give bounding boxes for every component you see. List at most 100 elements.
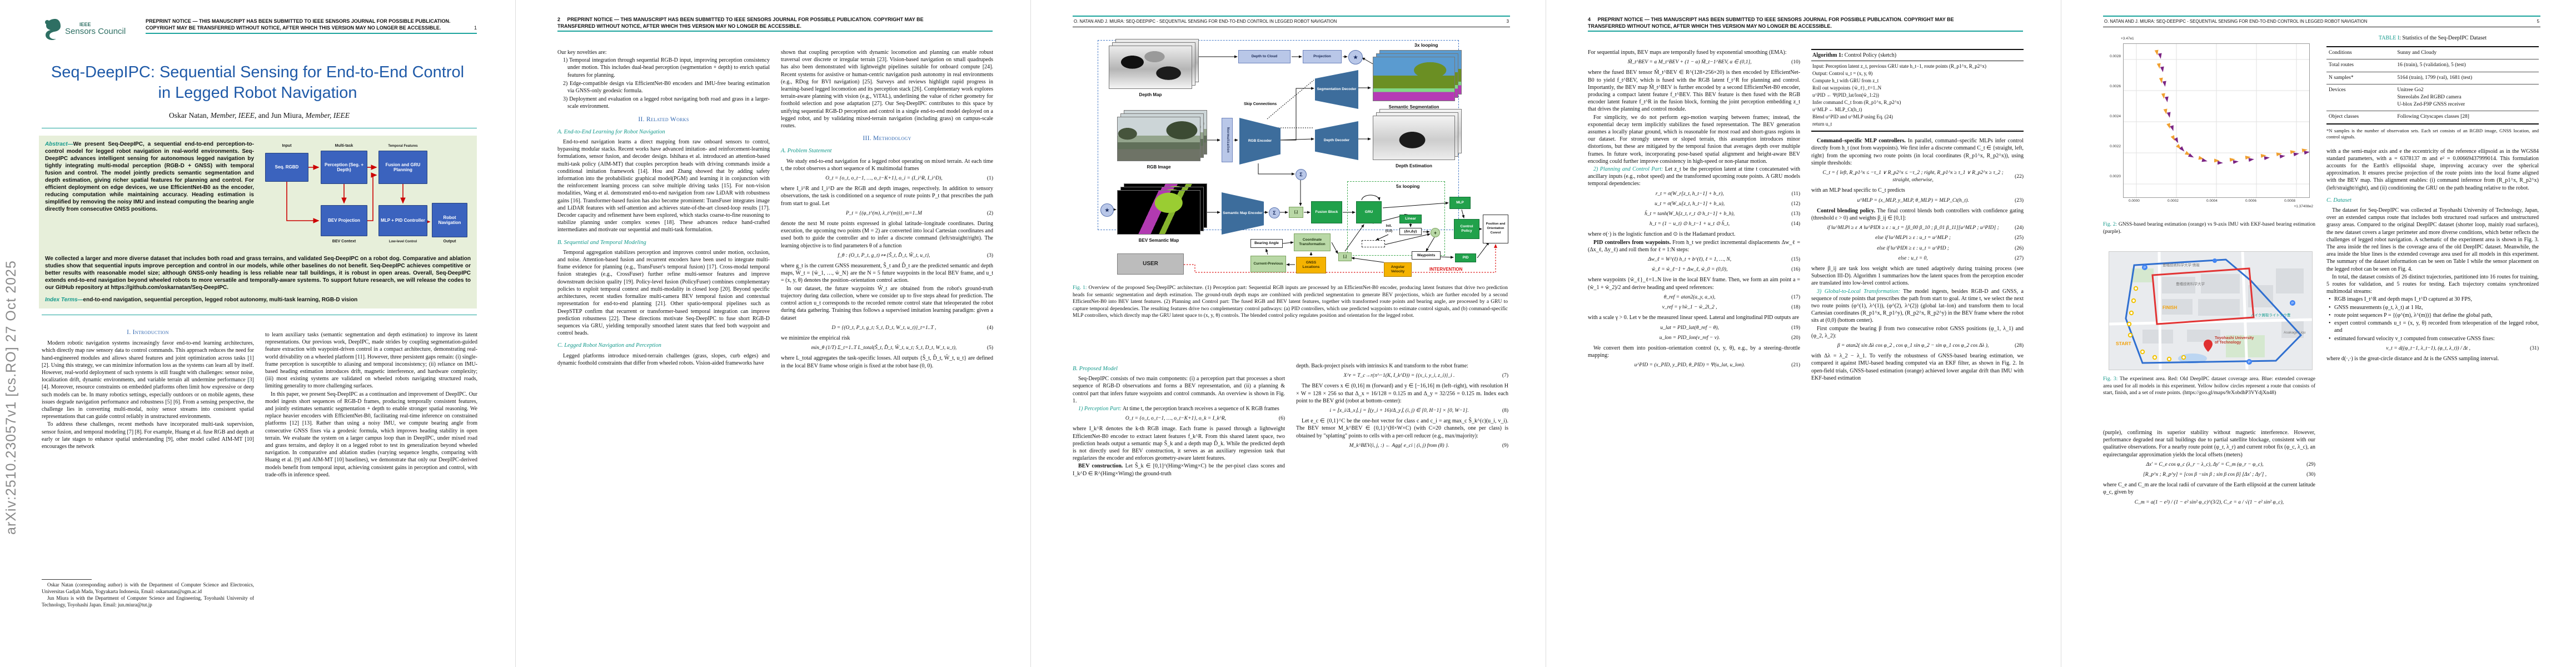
equation-body: u^PID = (x_PID, y_PID, θ_PID) = Ψ(u_lat,…: [1634, 362, 1745, 369]
equation-body: else if ‖u^PID‖ ≥ ε : u_t = u^PID ;: [1877, 245, 1949, 251]
label-bev-context: BEV Context: [332, 240, 356, 243]
position-orientation-box: Position and Orientation Conrol: [1483, 215, 1508, 243]
block-para: First compute the bearing β from two con…: [1811, 325, 2024, 340]
block-eq: Δw_ℓ = W^(ℓ) h_t + b^(ℓ), ℓ = 1, …, N,(1…: [1588, 256, 1800, 263]
block-text: where d(·,·) is the great-circle distanc…: [2326, 355, 2499, 362]
equation-number: (25): [2015, 235, 2024, 241]
block-parn: where L_total aggregates the task-specif…: [781, 355, 993, 369]
block-text: B. Proposed Model: [1073, 366, 1118, 372]
block-text: II. Related Works: [638, 116, 689, 123]
block-sec: III. Methodology: [781, 135, 993, 142]
block-text: A. Problem Statement: [781, 148, 832, 155]
paper-title: Seq-DeepIPC: Sequential Sensing for End-…: [51, 63, 465, 102]
placeholder-box: [1362, 240, 1385, 247]
block-sub: B. Proposed Model: [1073, 365, 1285, 372]
block-text: where C_e and C_m are the local radii of…: [2103, 482, 2315, 496]
inline-bold-lead: Control blending policy.: [1817, 207, 1875, 214]
figure-1-caption-text: Overview of the proposed Seq-DeepIPC arc…: [1073, 285, 1508, 319]
angular-velocity-block: Angular Velocity: [1384, 262, 1412, 277]
block-eq: [R_p^x ; R_p^y] = [cos β −sin β ; sin β …: [2103, 471, 2315, 479]
block-text: Let z_t be the perception latent at time…: [1588, 166, 1800, 187]
author-footnotes: Oskar Natan (corresponding author) is wi…: [42, 579, 254, 609]
block-text: At time t, the perception branch receive…: [1121, 406, 1279, 412]
figure-3-caption-label: Fig. 3:: [2103, 376, 2118, 382]
arxiv-sidebar-label: arXiv:2510.23057v1 [cs.RO] 27 Oct 2025: [3, 260, 19, 535]
ieee-sensors-council-logo: IEEE Sensors Council: [42, 18, 126, 40]
column-right: shown that coupling perception with dyna…: [781, 49, 993, 370]
gnss-locations-block: GNSS Locations: [1296, 257, 1326, 273]
equation-body: Δx′ = C_e cos φ_c (λ_r − λ_c), Δy′ = C_m…: [2146, 461, 2264, 467]
block-bev-projection: BEV Projection: [321, 205, 367, 236]
equation-number: (29): [2306, 461, 2315, 467]
loop5-label: 5x looping: [1396, 183, 1420, 189]
figure-arrows-icon: [1113, 55, 1497, 273]
map-jp-label-4: 豊橋技術科学大学 情報: [2163, 263, 2200, 267]
dxdy-box: (Δx,Δy): [1399, 228, 1422, 235]
bev-semantic-map-label: BEV Semantic Map: [1138, 238, 1179, 243]
block-bullet: expert control commands u_t = (x, y, θ) …: [2326, 320, 2539, 334]
block-parn: denote the next M route points expressed…: [781, 220, 993, 250]
block-text: In parallel, command–specific MLPs infer…: [1811, 138, 2024, 166]
figure-3-caption-text: The experiment area. Red: Old DeepIPC da…: [2103, 376, 2316, 396]
block-eq: O_t = {o_t, o_t−1, …, o_t−K+1}, o_i = (I…: [781, 175, 993, 182]
table-cell: Sunny and Cloudy: [2397, 50, 2437, 56]
inline-bold-lead: BEV construction.: [1078, 463, 1123, 470]
block-eq: M̃_t^BEV = α M_t^BEV + (1 − α) M̃_t−1^BE…: [1588, 59, 1800, 66]
block-eq: Δx′ = C_e cos φ_c (λ_r − λ_c), Δy′ = C_m…: [2103, 461, 2315, 469]
author-2-role: Member, IEEE: [305, 111, 350, 120]
label-multitask: Multi-task: [335, 144, 353, 148]
column-left: For sequential inputs, BEV maps are temp…: [1588, 49, 1800, 372]
equation-number: (4): [986, 325, 993, 331]
block-text: route point sequences P = {(φ^(m), λ^(m)…: [2334, 312, 2493, 318]
block-parn: to learn auxiliary tasks (semantic segme…: [265, 331, 477, 390]
mlp-block: MLP: [1449, 197, 1471, 209]
block-eq: else : u_t = 0,(27): [1811, 255, 2024, 262]
figure-1-caption-label: Fig. 1:: [1073, 285, 1087, 291]
block-sub: C. Dataset: [2326, 197, 2539, 204]
y-offset-label: +3.47e1: [2121, 37, 2134, 41]
block-item: 1) Temporal integration through sequenti…: [557, 57, 770, 79]
equation-number: (9): [1502, 442, 1508, 449]
label-low-level: Low-level Control: [388, 240, 417, 243]
block-sec: I. Introduction: [42, 329, 254, 336]
equation-body: M̃_t^BEV = α M_t^BEV + (1 − α) M̃_t−1^BE…: [1627, 59, 1752, 66]
block-parn: where I_i^R and I_i^D are the RGB and de…: [781, 185, 993, 207]
block-parn: we minimize the empirical risk: [781, 335, 993, 342]
plot-area: [2123, 43, 2310, 198]
block-parn: (purple), confirming its superior stabil…: [2103, 429, 2315, 459]
block-text: with an MLP head specific to C_t predict…: [1811, 187, 1905, 194]
equation-number: (26): [2015, 245, 2024, 251]
equation-body: h̃_t = tanh(W_h[z_t, r_t ⊙ h_t−1] + b_h)…: [1645, 211, 1735, 217]
page-number: 5: [2537, 19, 2539, 24]
user-block: USER: [1117, 253, 1184, 275]
column-left: (purple), confirming its superior stabil…: [2103, 429, 2315, 509]
figure-1-architecture: 3x looping: [1084, 36, 1509, 278]
block-eq: C_m = a(1 − e²) / (1 − e² sin² φ_c)^(3/2…: [2103, 499, 2315, 506]
block-parn: with a scale γ > 0. Let v be the measure…: [1588, 314, 1800, 321]
equation-body: r_t = σ(W_r[z_t, h_t−1] + b_r),: [1655, 191, 1724, 197]
block-parn: where C_e and C_m are the local radii of…: [2103, 481, 2315, 496]
block-text: where σ(·) is the logistic function and …: [1588, 231, 1736, 238]
sum-node-2: Σ: [1269, 207, 1280, 218]
map-label-3: Asakage Liqu: [2284, 331, 2306, 335]
block-parn: where waypoints {ŵ_ℓ}_ℓ=1..N live in the…: [1588, 276, 1800, 291]
bearing-angle-box: Bearing Angle: [1250, 239, 1283, 248]
block-para: Legged platforms introduce mixed-terrain…: [557, 352, 770, 367]
block-para: Let e_c ∈ {0,1}^C be the one-hot vector …: [1296, 417, 1508, 440]
block-text: First compute the bearing β from two con…: [1811, 325, 2024, 339]
text-line: 0.0008: [2284, 199, 2295, 203]
block-parn: where β_ij are task loss weight which ar…: [1811, 265, 2024, 287]
block-eq: v_ref = γ ‖ŵ_1 − ŵ_2‖_2 ,(18): [1588, 304, 1800, 311]
algorithm-1-label: Algorithm 1:: [1812, 52, 1843, 58]
map-jp-label-1: 豊橋技術科学大学: [2176, 282, 2205, 286]
inline-subhead: 2) Planning and Control Part:: [1593, 166, 1663, 173]
block-text: The final control blends both controller…: [1811, 207, 2024, 222]
equation-number: (3): [986, 252, 993, 258]
text-line: Compute h_t with GRU from z_t: [1812, 78, 1879, 84]
